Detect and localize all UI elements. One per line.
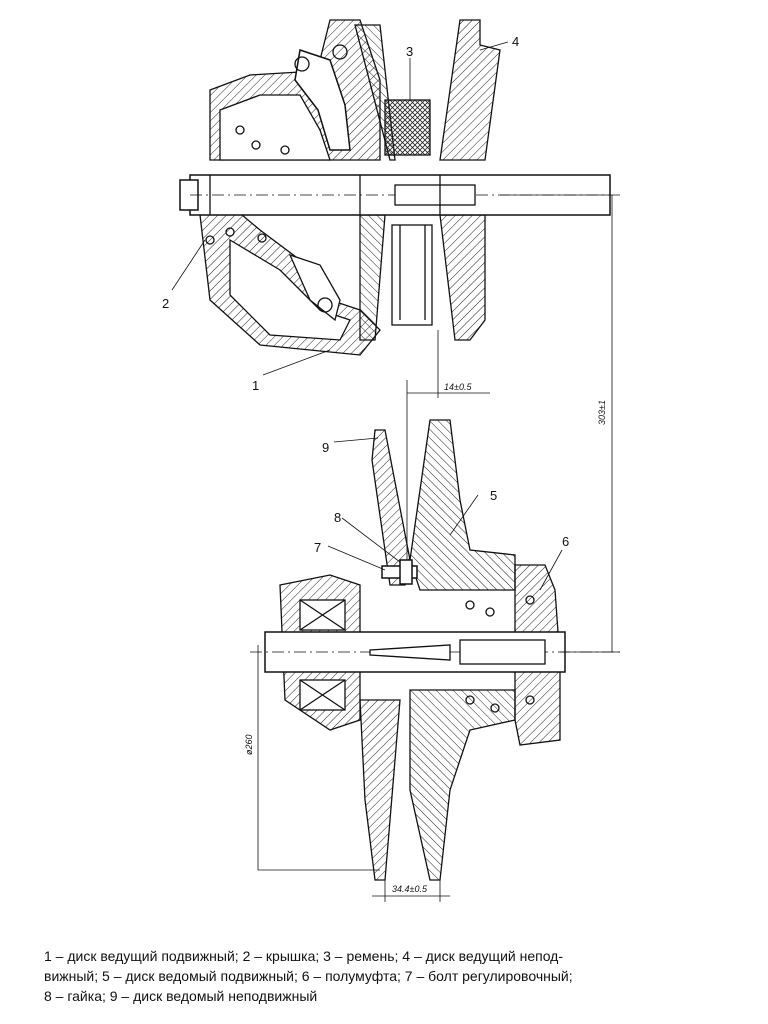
- drive-pulley: [179, 19, 611, 356]
- callout-7: 7: [314, 540, 321, 555]
- callout-leaders: [171, 41, 563, 591]
- callout-9: 9: [322, 440, 329, 455]
- variator-assembly-drawing: 14±0.5 303±1 ø260 34.4±0.5 1 2 3 4 5 6 7…: [162, 19, 620, 902]
- fixed-driven-disc: [371, 429, 411, 586]
- dim-diameter: ø260: [244, 734, 254, 755]
- caption-line-2: вижный; 5 – диск ведомый подвижный; 6 – …: [44, 968, 573, 984]
- nut: [399, 559, 413, 585]
- dim-gap-bottom: 34.4±0.5: [392, 884, 428, 894]
- driven-pulley: [250, 419, 620, 881]
- dim-center-distance: 303±1: [597, 400, 607, 425]
- callout-2: 2: [162, 296, 169, 311]
- callout-1: 1: [252, 378, 259, 393]
- dimension-lines: [257, 194, 620, 902]
- callout-8: 8: [334, 510, 341, 525]
- callout-6: 6: [562, 534, 569, 549]
- legend-caption: 1 – диск ведущий подвижный; 2 – крышка; …: [44, 946, 734, 1006]
- fixed-drive-disc: [439, 19, 501, 161]
- callout-5: 5: [490, 488, 497, 503]
- belt: [384, 99, 431, 156]
- dim-gap-top: 14±0.5: [444, 382, 472, 392]
- callout-4: 4: [512, 34, 519, 49]
- callout-3: 3: [406, 44, 413, 59]
- movable-driven-disc: [409, 419, 516, 591]
- caption-line-1: 1 – диск ведущий подвижный; 2 – крышка; …: [44, 948, 564, 964]
- caption-line-3: 8 – гайка; 9 – диск ведомый неподвижный: [44, 988, 318, 1004]
